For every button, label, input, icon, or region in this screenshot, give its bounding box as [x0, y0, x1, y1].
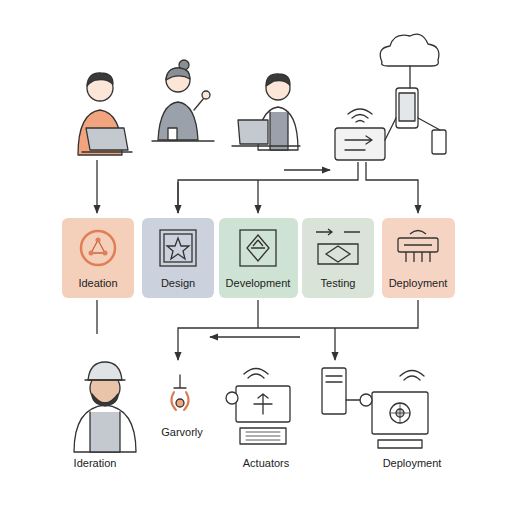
- box-icon: [62, 218, 134, 274]
- box-icon: [222, 218, 294, 274]
- box-icon: [302, 218, 374, 274]
- figure-label: Actuators: [243, 457, 289, 470]
- box-icon: [142, 218, 214, 274]
- figure-label: Deployment: [383, 457, 442, 470]
- bottom-figures: [74, 362, 428, 452]
- top-figures: [78, 34, 446, 160]
- process-box: Testing: [302, 218, 374, 298]
- connector-lines: [97, 160, 418, 360]
- figure-label: Ideration: [74, 457, 117, 470]
- process-box: Deployment: [382, 218, 455, 298]
- box-label: Testing: [321, 277, 356, 290]
- box-label: Development: [226, 277, 291, 290]
- process-box: Development: [219, 218, 298, 298]
- box-label: Design: [161, 277, 195, 290]
- box-label: Deployment: [389, 277, 448, 290]
- box-icon: [382, 218, 454, 274]
- box-label: Ideation: [78, 277, 117, 290]
- figure-label: Garvorly: [161, 426, 203, 439]
- process-box: Ideation: [62, 218, 134, 298]
- process-box: Design: [142, 218, 214, 298]
